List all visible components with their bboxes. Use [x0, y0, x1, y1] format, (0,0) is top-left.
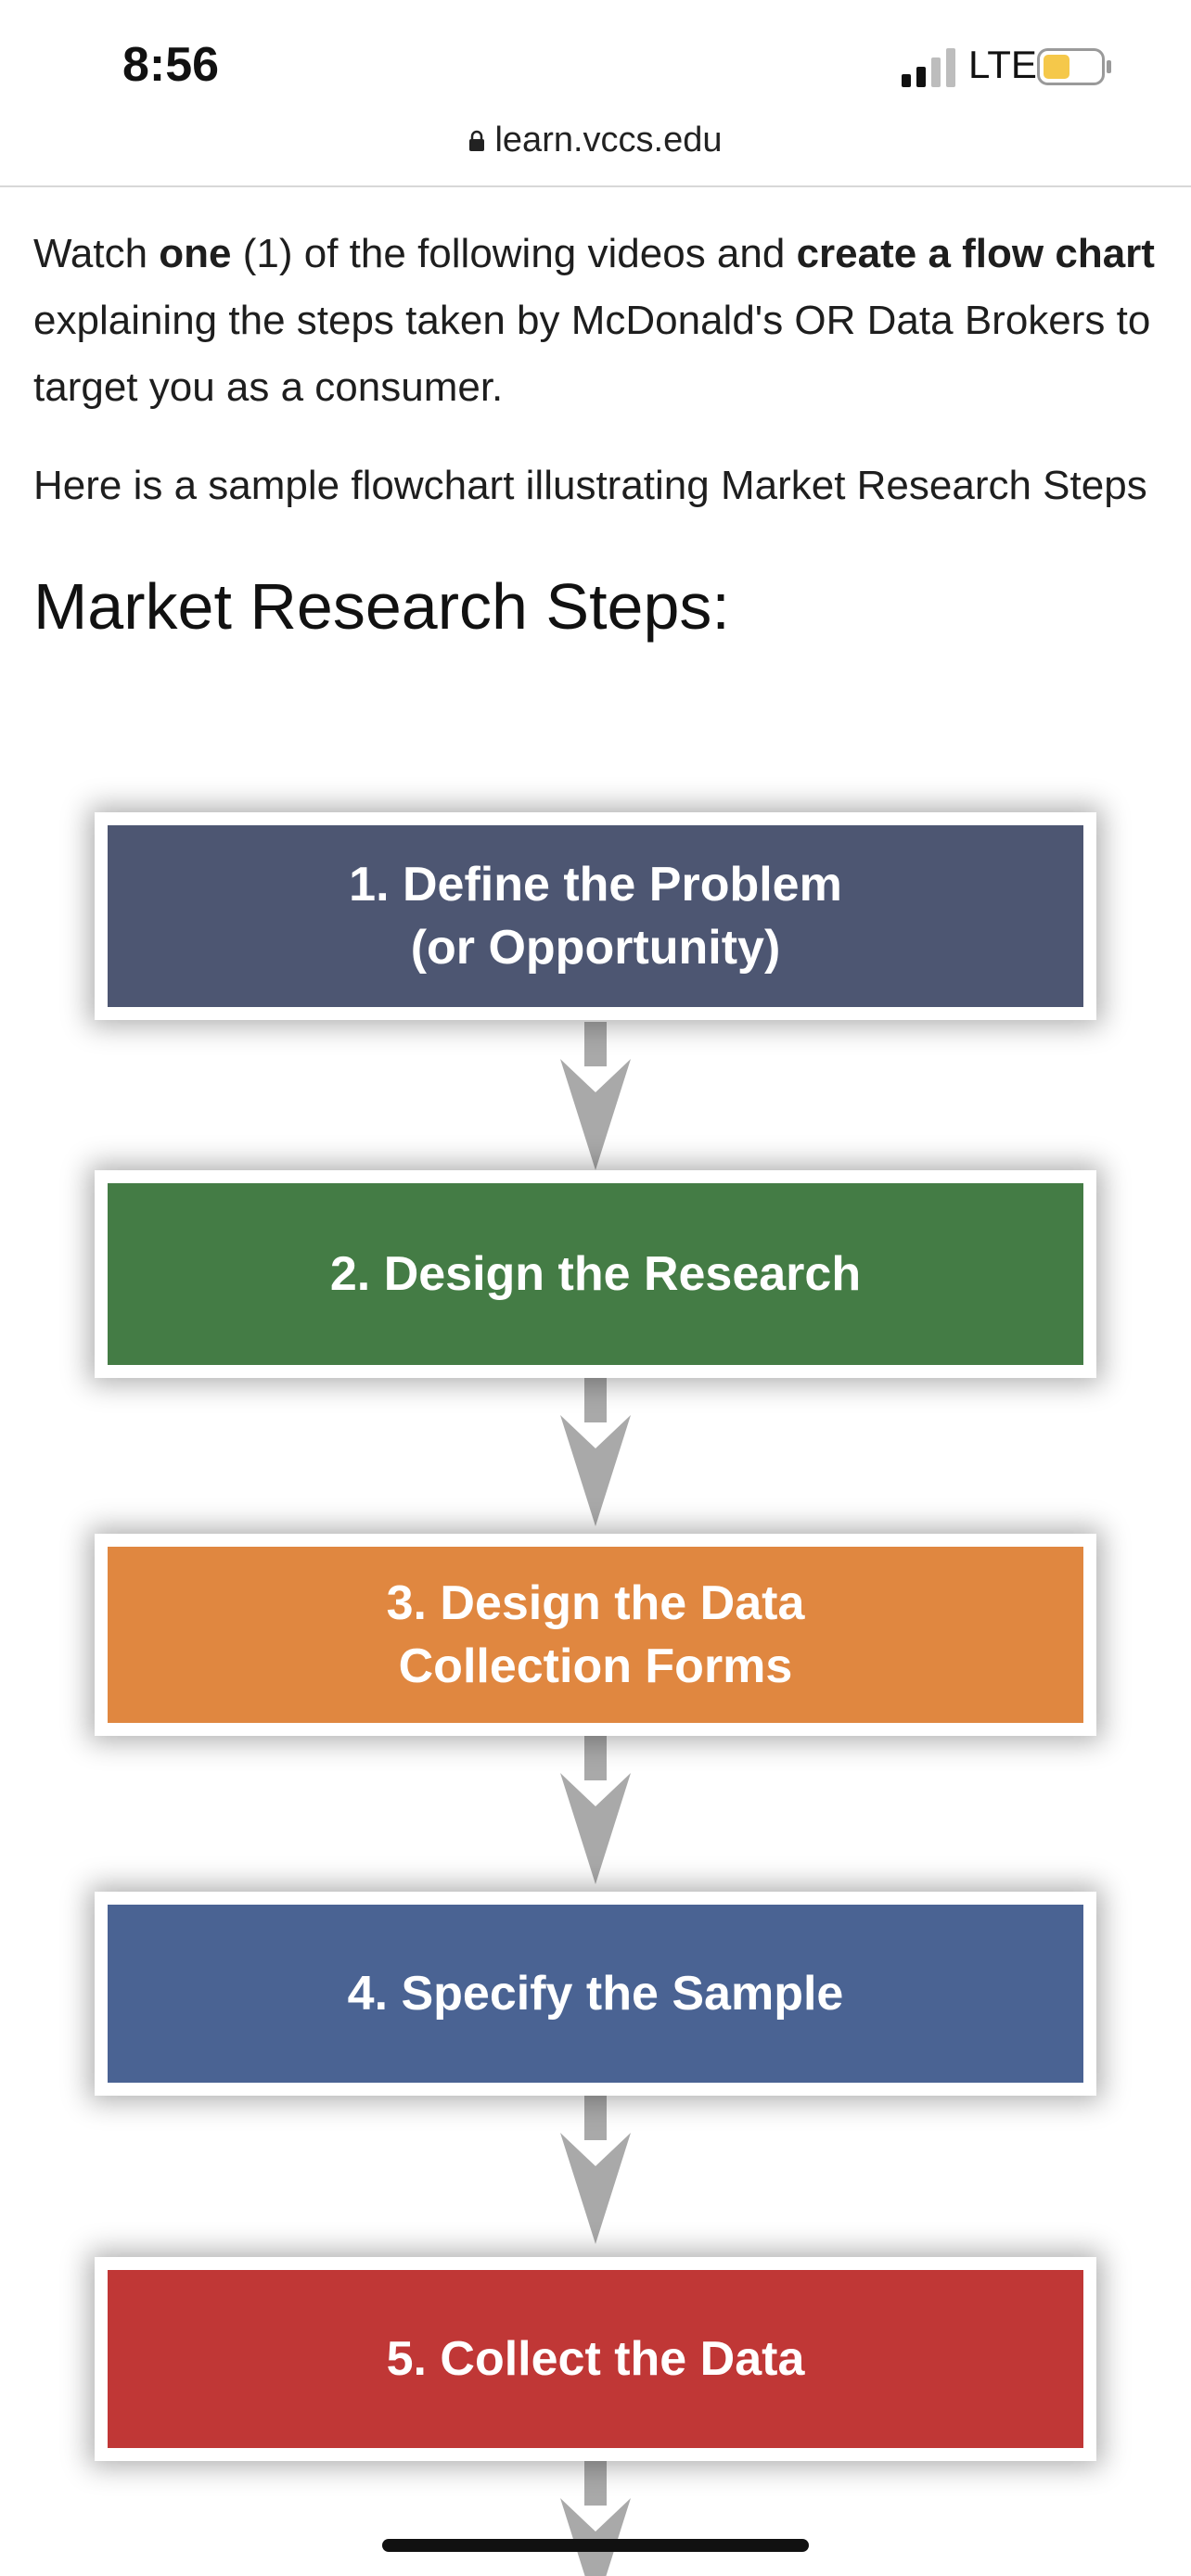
instruction-bold-flow-chart: create a flow chart	[796, 231, 1155, 276]
status-bar: 8:56 LTE	[0, 0, 1191, 130]
step-3-box: 3. Design the Data Collection Forms	[95, 1534, 1096, 1736]
step-2-fill: 2. Design the Research	[108, 1183, 1083, 1365]
step-4-fill: 4. Specify the Sample	[108, 1905, 1083, 2083]
instruction-bold-one: one	[159, 231, 232, 276]
page-heading: Market Research Steps:	[33, 570, 730, 643]
flowchart: 1. Define the Problem (or Opportunity) 2…	[0, 807, 1191, 2576]
step-2-box: 2. Design the Research	[95, 1170, 1096, 1378]
status-time: 8:56	[122, 38, 220, 92]
step-1-box: 1. Define the Problem (or Opportunity)	[95, 812, 1096, 1020]
step-2-label: 2. Design the Research	[329, 1247, 862, 1301]
arrow-down-icon	[560, 1022, 631, 1170]
lock-icon	[469, 130, 485, 151]
step-5-label: 5. Collect the Data	[386, 2332, 805, 2386]
step-4-box: 4. Specify the Sample	[95, 1892, 1096, 2096]
instruction-paragraph: Watch one (1) of the following videos an…	[33, 221, 1158, 421]
arrow-down-icon	[560, 2461, 631, 2576]
address-bar-divider	[0, 185, 1191, 187]
home-indicator[interactable]	[382, 2539, 809, 2552]
step-1-fill: 1. Define the Problem (or Opportunity)	[108, 825, 1083, 1007]
step-4-label: 4. Specify the Sample	[347, 1967, 844, 2021]
carrier-label: LTE	[968, 43, 1037, 86]
arrow-down-icon	[560, 1736, 631, 1884]
arrow-down-icon	[560, 1378, 631, 1526]
step-5-box: 5. Collect the Data	[95, 2257, 1096, 2461]
address-url[interactable]: learn.vccs.edu	[494, 121, 723, 159]
step-1-label: 1. Define the Problem (or Opportunity)	[349, 858, 842, 975]
step-5-fill: 5. Collect the Data	[108, 2270, 1083, 2448]
step-3-fill: 3. Design the Data Collection Forms	[108, 1547, 1083, 1723]
arrow-down-icon	[560, 2096, 631, 2244]
instruction-text-3: explaining the steps taken by McDonald's…	[33, 298, 1151, 410]
instruction-text-1: Watch	[33, 231, 160, 276]
instruction-text-2: (1) of the following videos and	[231, 231, 797, 276]
signal-icon	[902, 48, 955, 87]
sample-paragraph: Here is a sample flowchart illustrating …	[33, 463, 1147, 508]
address-bar[interactable]: learn.vccs.edu	[0, 121, 1191, 185]
page-content: Watch one (1) of the following videos an…	[33, 221, 1158, 644]
battery-icon	[1037, 48, 1111, 85]
step-3-label: 3. Design the Data Collection Forms	[386, 1576, 805, 1693]
